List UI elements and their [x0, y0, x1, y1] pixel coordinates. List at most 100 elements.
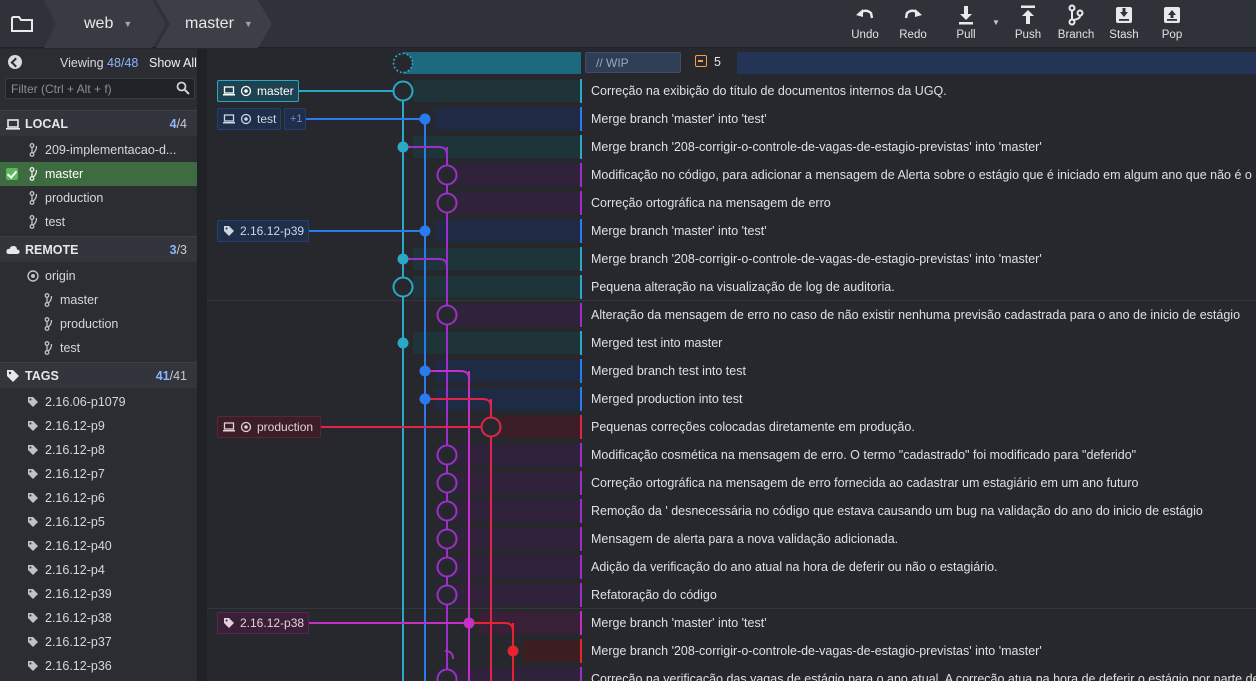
tag-item[interactable]: 2.16.06-p1079 — [0, 390, 197, 414]
repo-folder-button[interactable] — [0, 0, 44, 48]
commit-node[interactable] — [507, 645, 519, 657]
commit-row[interactable]: Merge branch 'master' into 'test' — [207, 609, 1256, 637]
commit-node[interactable] — [392, 80, 414, 102]
remote-section-header[interactable]: REMOTE 3/3 — [0, 236, 197, 262]
tag-item[interactable]: 2.16.12-p40 — [0, 534, 197, 558]
commit-row[interactable]: Merge branch '208-corrigir-o-controle-de… — [207, 245, 1256, 273]
commit-row[interactable]: Modificação no código, para adicionar a … — [207, 161, 1256, 189]
commit-node[interactable] — [392, 276, 414, 298]
tag-item[interactable]: 2.16.12-p8 — [0, 438, 197, 462]
local-branch-item[interactable]: production — [0, 186, 197, 210]
repo-name-crumb[interactable]: web ▼ — [84, 0, 132, 48]
commit-node[interactable] — [419, 225, 431, 237]
tag-item[interactable]: 2.16.12-p4 — [0, 558, 197, 582]
branch-ref-test[interactable]: test — [217, 108, 281, 130]
push-button[interactable]: Push — [1005, 4, 1051, 44]
remote-branch-item[interactable]: master — [0, 288, 197, 312]
tag-item[interactable]: 2.16.12-p5 — [0, 510, 197, 534]
branch-name-crumb[interactable]: master ▼ — [185, 0, 253, 48]
commit-row[interactable]: Adição da verificação do ano atual na ho… — [207, 553, 1256, 581]
tags-label: TAGS — [25, 369, 59, 383]
commit-node[interactable] — [436, 584, 458, 606]
commit-node[interactable] — [419, 393, 431, 405]
commit-node[interactable] — [419, 113, 431, 125]
commit-row[interactable]: Remoção da ' desnecessária no código que… — [207, 497, 1256, 525]
commit-row[interactable]: Merged test into master — [207, 329, 1256, 357]
commit-row[interactable]: Correção ortográfica na mensagem de erro… — [207, 469, 1256, 497]
commit-row[interactable]: Merge branch '208-corrigir-o-controle-de… — [207, 637, 1256, 665]
commit-node[interactable] — [463, 617, 475, 629]
commit-row[interactable]: Merge branch '208-corrigir-o-controle-de… — [207, 133, 1256, 161]
commit-row[interactable]: Refatoração do código — [207, 581, 1256, 609]
pop-button[interactable]: Pop — [1149, 4, 1195, 44]
tag-ref-p39[interactable]: 2.16.12-p39 — [217, 220, 309, 242]
show-all-link[interactable]: Show All — [149, 56, 197, 70]
commit-node[interactable] — [436, 556, 458, 578]
toolbar: web ▼ master ▼ Undo Redo Pull ▼ Push Bra… — [0, 0, 1256, 48]
commit-node[interactable] — [397, 141, 409, 153]
commit-node[interactable] — [436, 500, 458, 522]
tag-item[interactable]: 2.16.12-p6 — [0, 486, 197, 510]
commit-lane-marker — [580, 415, 582, 439]
wip-highlight — [403, 52, 581, 74]
commit-row[interactable]: Merge branch 'master' into 'test' — [207, 105, 1256, 133]
ref-extra-badge[interactable]: +1 — [284, 108, 306, 130]
wip-node[interactable] — [392, 52, 414, 74]
commit-node[interactable] — [436, 192, 458, 214]
commit-node[interactable] — [436, 472, 458, 494]
tag-item[interactable]: 2.16.12-p39 — [0, 582, 197, 606]
branch-ref-production[interactable]: production — [217, 416, 321, 438]
remote-origin-item[interactable]: origin — [0, 264, 197, 288]
commit-row[interactable]: Correção na exibição do título de docume… — [207, 77, 1256, 105]
redo-button[interactable]: Redo — [890, 4, 936, 44]
commit-row[interactable]: Pequenas correções colocadas diretamente… — [207, 413, 1256, 441]
undo-button[interactable]: Undo — [842, 4, 888, 44]
wip-row[interactable]: // WIP 5 — [207, 49, 1256, 77]
commit-message: Adição da verificação do ano atual na ho… — [591, 560, 998, 574]
commit-node[interactable] — [397, 253, 409, 265]
pull-button[interactable]: Pull — [943, 4, 989, 44]
commit-row[interactable]: Mensagem de alerta para a nova validação… — [207, 525, 1256, 553]
tag-item[interactable]: 2.16.12-p9 — [0, 414, 197, 438]
branch-ref-master[interactable]: master — [217, 80, 299, 102]
local-branch-item[interactable]: 209-implementacao-d... — [0, 138, 197, 162]
local-section-header[interactable]: LOCAL 4/4 — [0, 110, 197, 136]
wip-summary-input[interactable]: // WIP — [585, 52, 681, 73]
tag-ref-p38[interactable]: 2.16.12-p38 — [217, 612, 309, 634]
stash-button[interactable]: Stash — [1101, 4, 1147, 44]
commit-row-highlight — [457, 164, 580, 186]
chevron-down-icon: ▼ — [123, 19, 133, 29]
commit-node[interactable] — [436, 304, 458, 326]
pull-options-chevron-icon[interactable]: ▼ — [992, 18, 1000, 27]
commit-node[interactable] — [480, 416, 502, 438]
commit-row[interactable]: Merge branch 'master' into 'test' — [207, 217, 1256, 245]
remote-branch-item[interactable]: test — [0, 336, 197, 360]
commit-node[interactable] — [436, 444, 458, 466]
tags-section-header[interactable]: TAGS 41/41 — [0, 362, 197, 388]
commit-row[interactable]: Correção na verificação das vagas de est… — [207, 665, 1256, 681]
commit-row[interactable]: Correção ortográfica na mensagem de erro — [207, 189, 1256, 217]
remote-branch-item[interactable]: production — [0, 312, 197, 336]
local-branch-item-active[interactable]: master — [0, 162, 197, 186]
commit-row[interactable]: Merged production into test — [207, 385, 1256, 413]
tag-item[interactable]: 2.16.12-p36 — [0, 654, 197, 678]
commit-node[interactable] — [436, 528, 458, 550]
tag-item[interactable]: 2.16.12-p37 — [0, 630, 197, 654]
commit-row[interactable]: Modificação cosmética na mensagem de err… — [207, 441, 1256, 469]
local-branch-item[interactable]: test — [0, 210, 197, 234]
commit-node[interactable] — [397, 337, 409, 349]
filter-input[interactable]: Filter (Ctrl + Alt + f) — [5, 78, 195, 99]
commit-node[interactable] — [436, 164, 458, 186]
branch-button[interactable]: Branch — [1053, 4, 1099, 44]
commit-node[interactable] — [419, 365, 431, 377]
panel-resize-gutter[interactable] — [197, 49, 207, 681]
remote-target-icon — [27, 270, 39, 282]
tag-item[interactable]: 2.16.12-p7 — [0, 462, 197, 486]
commit-row[interactable]: Alteração da mensagem de erro no caso de… — [207, 301, 1256, 329]
commit-row[interactable]: Pequena alteração na visualização de log… — [207, 273, 1256, 301]
commit-row[interactable]: Merged branch test into test — [207, 357, 1256, 385]
commit-node[interactable] — [436, 668, 458, 681]
tag-item[interactable]: 2.16.12-p38 — [0, 606, 197, 630]
commit-lane-marker — [580, 135, 582, 159]
collapse-panel-icon[interactable] — [8, 55, 22, 69]
